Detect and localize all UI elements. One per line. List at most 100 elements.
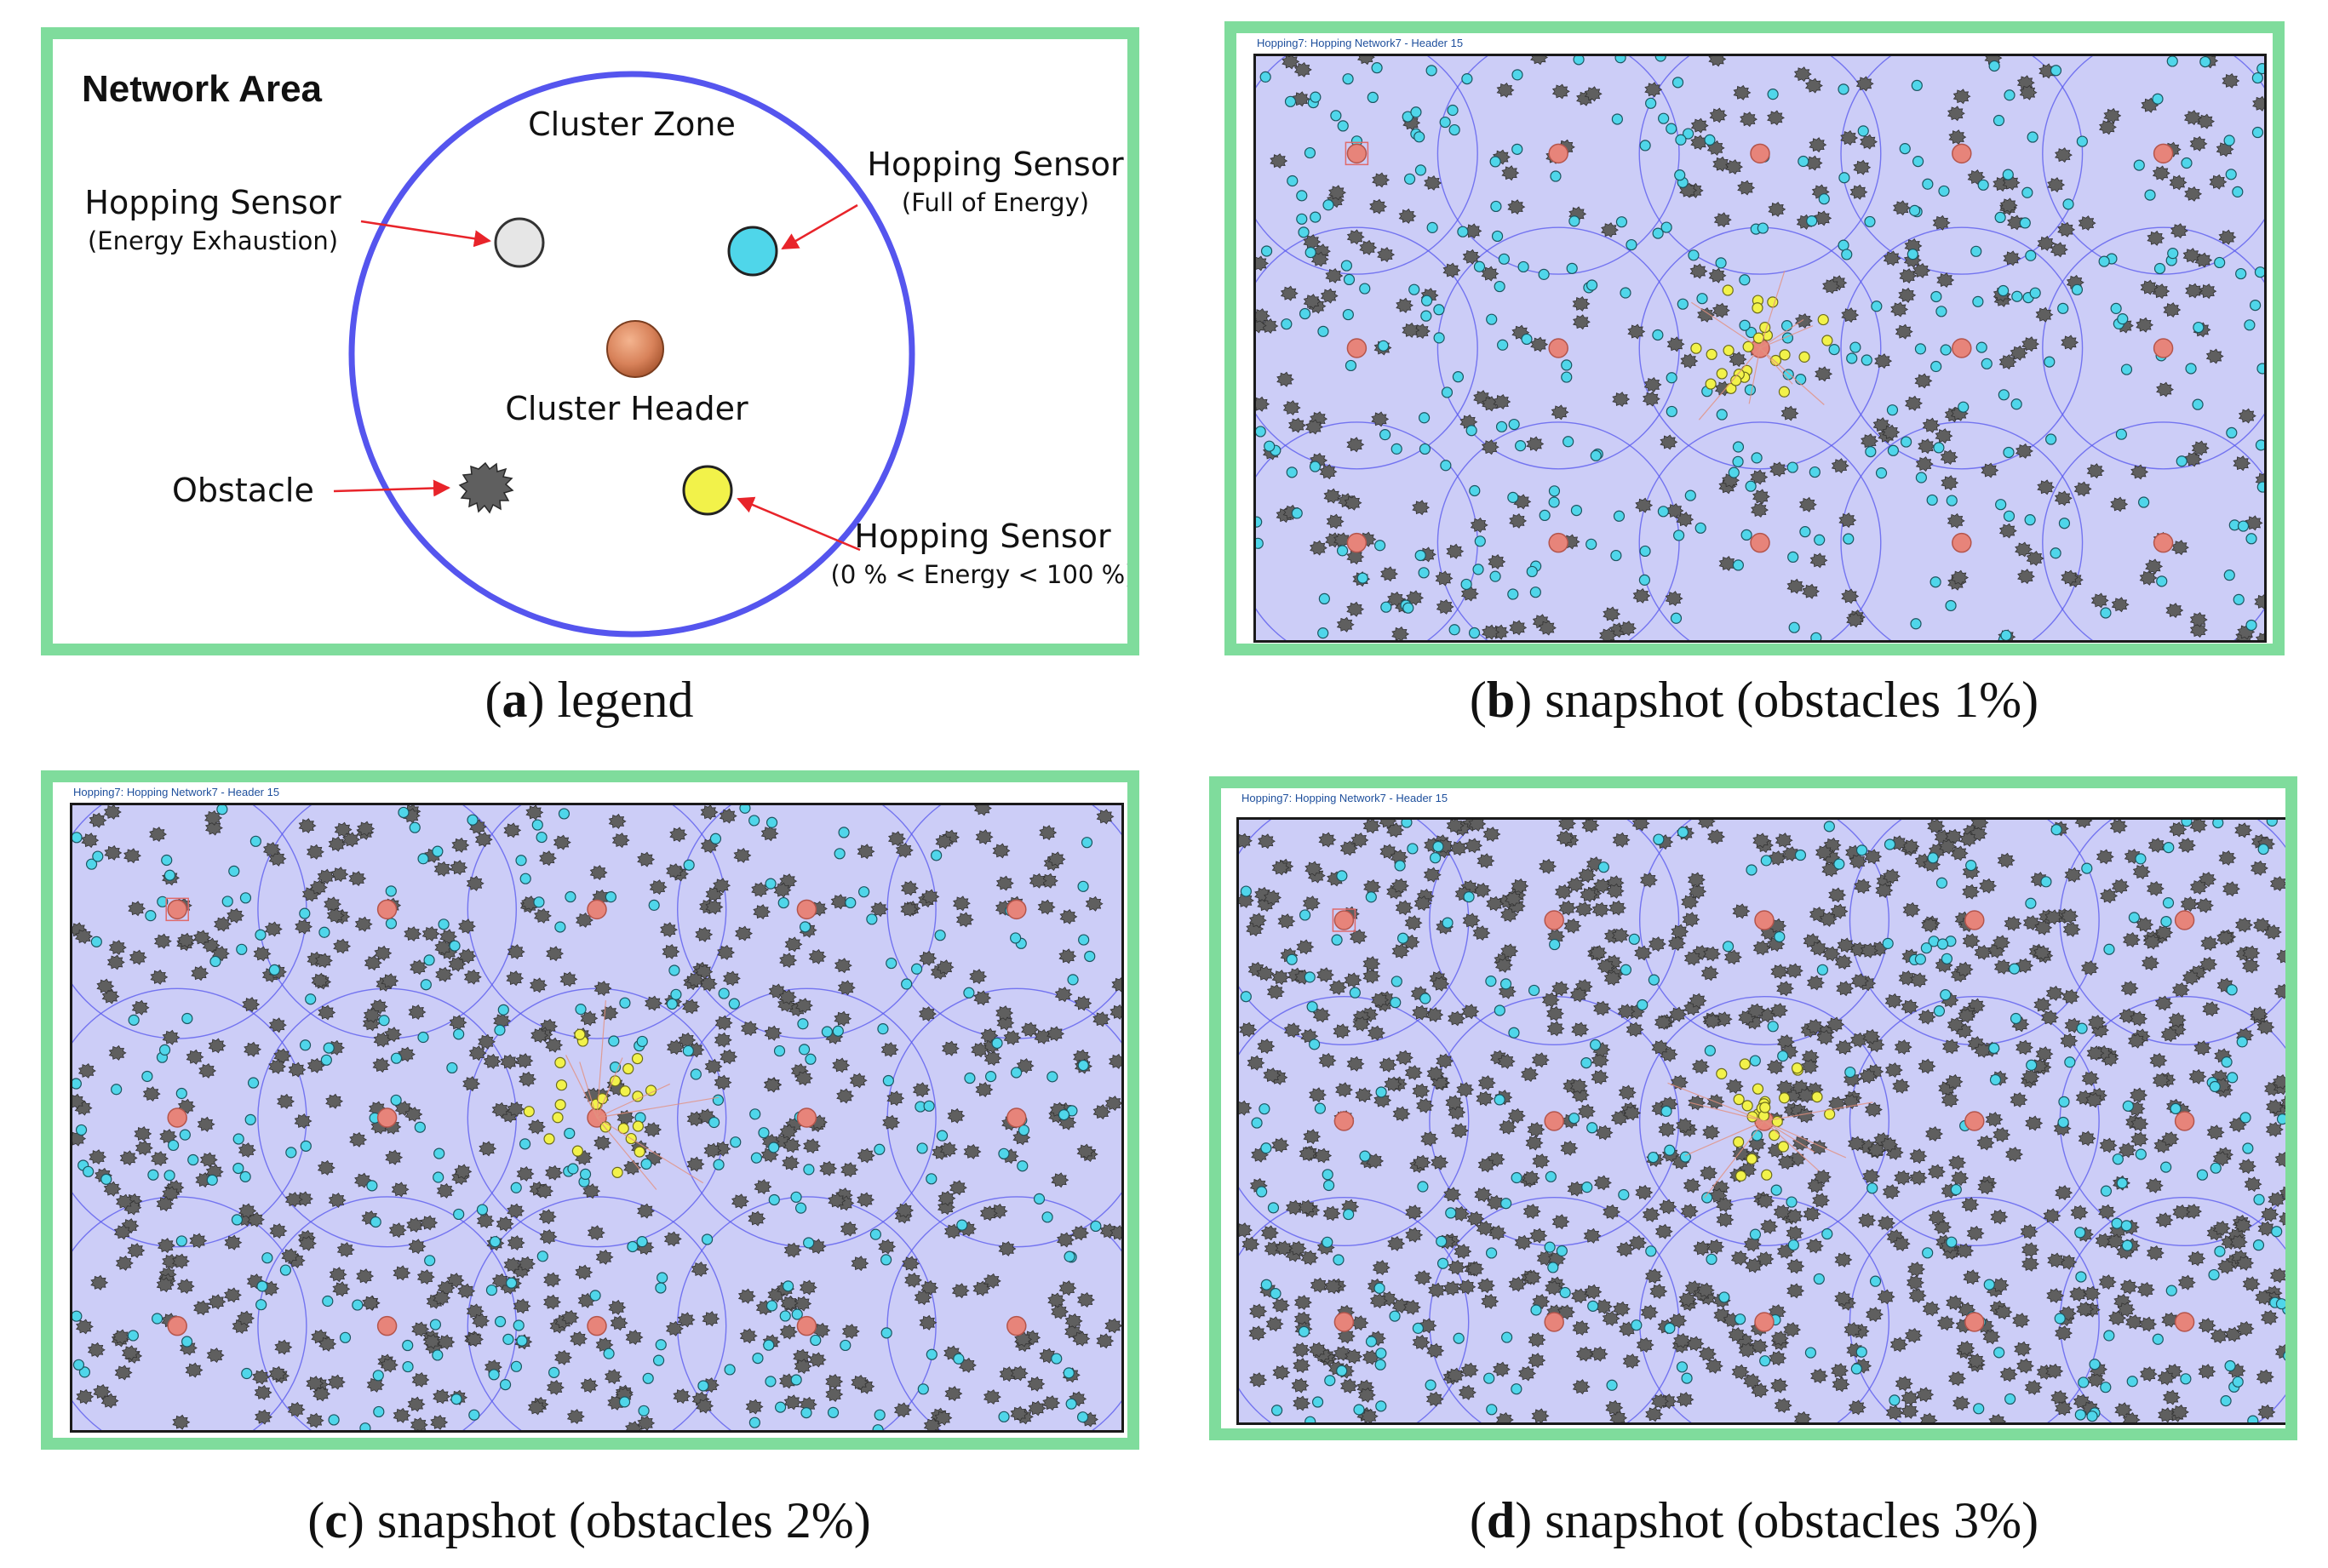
obstacle-icon [1047, 851, 1066, 867]
cluster-zone-label: Cluster Zone [528, 106, 736, 143]
hopping-sensor-full-icon [2071, 283, 2084, 295]
obstacle-icon [1866, 1307, 1884, 1323]
obstacle-icon [2189, 135, 2208, 152]
obstacle-icon [1805, 1018, 1824, 1034]
hopping-sensor-full-icon [531, 819, 543, 831]
cluster-header-icon [167, 1315, 187, 1336]
hopping-sensor-partial-icon [1733, 1136, 1745, 1148]
obstacle-icon [93, 1383, 112, 1400]
hopping-sensor-full-icon [2120, 1220, 2132, 1232]
hopping-sensor-full-icon [1884, 838, 1896, 850]
hopping-sensor-full-icon [2024, 514, 2036, 526]
obstacle-icon [2205, 348, 2224, 364]
obstacle-icon [1314, 1147, 1333, 1164]
hopping-sensor-full-icon [163, 1170, 175, 1182]
obstacle-icon [1803, 1206, 1821, 1222]
obstacle-icon [737, 1288, 756, 1304]
obstacle-icon [1636, 1336, 1654, 1353]
obstacle-icon [1369, 198, 1388, 215]
obstacle-icon [2191, 440, 2210, 456]
obstacle-icon [2050, 242, 2068, 258]
obstacle-icon [1683, 1177, 1701, 1193]
hopping-sensor-full-icon [1652, 329, 1664, 341]
obstacle-icon [2140, 279, 2159, 295]
hopping-sensor-partial-icon [1791, 1062, 1803, 1074]
hopping-sensor-full-icon [1336, 545, 1349, 557]
hopping-sensor-full-icon [1367, 91, 1379, 103]
hopping-sensor-full-icon [2196, 1169, 2209, 1181]
obstacle-icon [306, 1412, 324, 1428]
obstacle-icon [2055, 1185, 2073, 1201]
obstacle-icon [1619, 621, 1637, 637]
obstacle-icon [1333, 1023, 1351, 1039]
obstacle-icon [1770, 1331, 1789, 1347]
hopping-sensor-full-icon [510, 1182, 522, 1193]
hopping-sensor-full-icon [1342, 73, 1354, 85]
obstacle-icon [900, 901, 919, 918]
obstacle-icon [1248, 1325, 1267, 1342]
hopping-sensor-full-icon [567, 1163, 579, 1175]
obstacle-icon [1804, 77, 1823, 94]
hopping-sensor-full-icon [777, 896, 789, 909]
obstacle-icon [1072, 1331, 1091, 1347]
obstacle-icon [610, 1315, 628, 1331]
hopping-sensor-full-icon [1485, 1247, 1498, 1259]
hopping-sensor-full-icon [1402, 602, 1414, 614]
obstacle-icon [2261, 1206, 2279, 1222]
obstacle-icon [277, 1093, 295, 1109]
obstacle-icon [2170, 1404, 2189, 1420]
hopping-sensor-full-icon [2050, 824, 2062, 836]
cluster-zone-circle [1849, 1197, 2100, 1422]
obstacle-icon [1456, 1082, 1475, 1098]
hopping-sensor-full-icon [923, 1100, 935, 1112]
hopping-sensor-full-icon [1787, 551, 1799, 564]
obstacle-icon [1578, 1103, 1596, 1119]
obstacle-icon [893, 1402, 912, 1418]
hopping-path-line [1684, 1120, 1765, 1157]
obstacle-icon [1651, 1393, 1669, 1410]
obstacle-icon [1531, 1052, 1550, 1068]
obstacle-icon [1482, 827, 1501, 843]
obstacle-icon [1468, 820, 1487, 832]
obstacle-icon [2193, 1040, 2212, 1056]
obstacle-icon [157, 1238, 175, 1254]
obstacle-icon [1809, 941, 1828, 957]
network-area: Network Area Cluster Zone Hopping Sensor… [53, 39, 1127, 644]
hopping-sensor-full-icon [579, 1168, 592, 1181]
obstacle-icon [2142, 955, 2159, 971]
obstacle-icon [1074, 995, 1092, 1011]
cluster-header-icon [1750, 532, 1770, 553]
obstacle-icon [2218, 229, 2237, 245]
obstacle-icon [2122, 931, 2141, 948]
hopping-sensor-full-icon [794, 1202, 807, 1214]
obstacle-icon [1051, 1172, 1069, 1188]
obstacle-icon [2161, 1131, 2180, 1147]
obstacle-icon [1643, 376, 1662, 392]
obstacle-icon [1014, 1331, 1033, 1348]
obstacle-icon [1239, 1021, 1258, 1038]
obstacle-icon [153, 933, 172, 949]
obstacle-icon [1446, 543, 1465, 559]
hopping-sensor-full-icon [2225, 169, 2237, 180]
hopping-sensor-full-icon [1767, 1021, 1779, 1033]
obstacle-icon [388, 1222, 407, 1239]
hopping-sensor-full-icon [657, 1272, 668, 1284]
obstacle-icon [1997, 852, 2015, 868]
obstacle-icon [1501, 165, 1520, 181]
obstacle-icon [1603, 1204, 1621, 1220]
hopping-sensor-full-icon [668, 964, 680, 976]
obstacle-icon [2117, 1302, 2136, 1318]
obstacle-icon [1333, 1345, 1351, 1361]
obstacle-icon [408, 1239, 427, 1255]
hopping-sensor-full-icon [2252, 1239, 2265, 1251]
hopping-sensor-full-icon [1497, 339, 1509, 351]
hopping-sensor-full-icon [1677, 827, 1689, 838]
obstacle-icon [886, 1090, 905, 1107]
obstacle-icon [162, 1029, 181, 1045]
obstacle-icon [1993, 959, 2012, 975]
obstacle-icon [1601, 222, 1619, 238]
obstacle-icon [1952, 1395, 1970, 1411]
obstacle-icon [306, 1376, 324, 1392]
obstacle-icon [2171, 981, 2190, 998]
obstacle-icon [2109, 820, 2128, 834]
